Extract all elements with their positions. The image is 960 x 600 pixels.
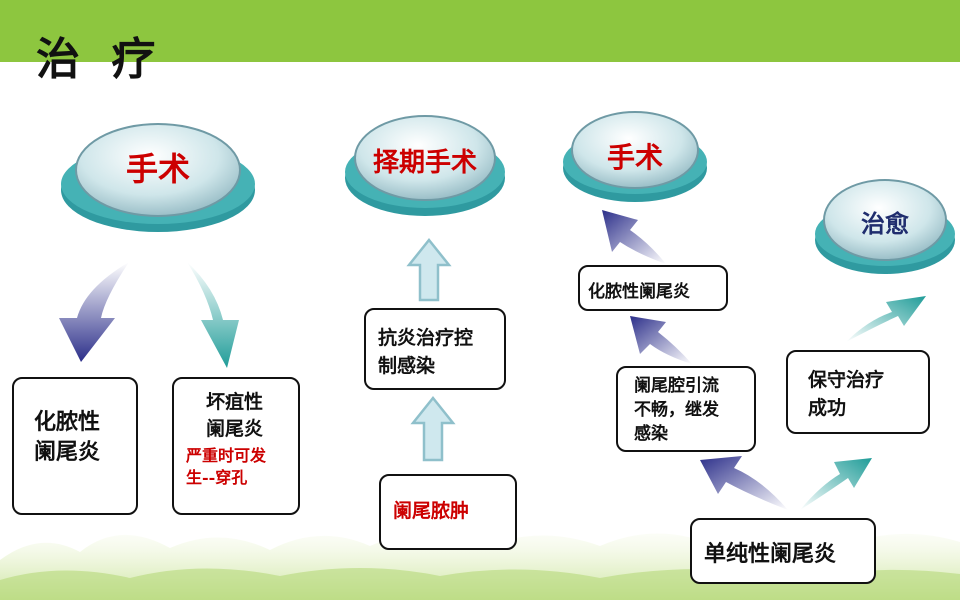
box-gangrenous-appendicitis: 坏疽性 阑尾炎 严重时可发 生--穿孔 [172,377,300,515]
disc-label-elective-surgery: 择期手术 [372,148,477,178]
disc-label-surgery-2: 手术 [606,141,663,174]
arrow-curve-up-navy-icon [602,210,666,264]
disc-elective-surgery [345,115,505,216]
arrow-curve-left-icon [59,262,129,362]
slide-title: 治 疗 [36,34,164,85]
arrow-up-hollow-icon [406,237,452,302]
arrow-curve-up-left-navy-icon [700,456,788,510]
box-appendiceal-abscess: 阑尾脓肿 [379,474,517,550]
top-banner [0,0,960,62]
disc-surgery-2 [563,111,707,202]
box-poor-drainage: 阑尾腔引流 不畅，继发 感染 [616,366,756,452]
arrow-curve-up-navy-icon [630,316,692,364]
arrow-up-hollow-icon [410,395,456,462]
disc-cured [815,179,955,274]
box-anti-inflammatory: 抗炎治疗控 制感染 [364,308,506,390]
box-suppurative-appendicitis: 化脓性 阑尾炎 [12,377,138,515]
arrow-curve-up-right-teal-icon [800,458,872,510]
disc-surgery-1 [61,123,255,232]
arrow-curve-up-teal-icon [846,296,926,342]
box-suppurative-appendicitis-2: 化脓性阑尾炎 [578,265,728,311]
box-conservative-success: 保守治疗 成功 [786,350,930,434]
box-simple-appendicitis: 单纯性阑尾炎 [690,518,876,584]
disc-label-surgery-1: 手术 [125,150,190,188]
arrow-curve-right-icon [187,262,239,368]
disc-label-cured: 治愈 [861,209,909,238]
